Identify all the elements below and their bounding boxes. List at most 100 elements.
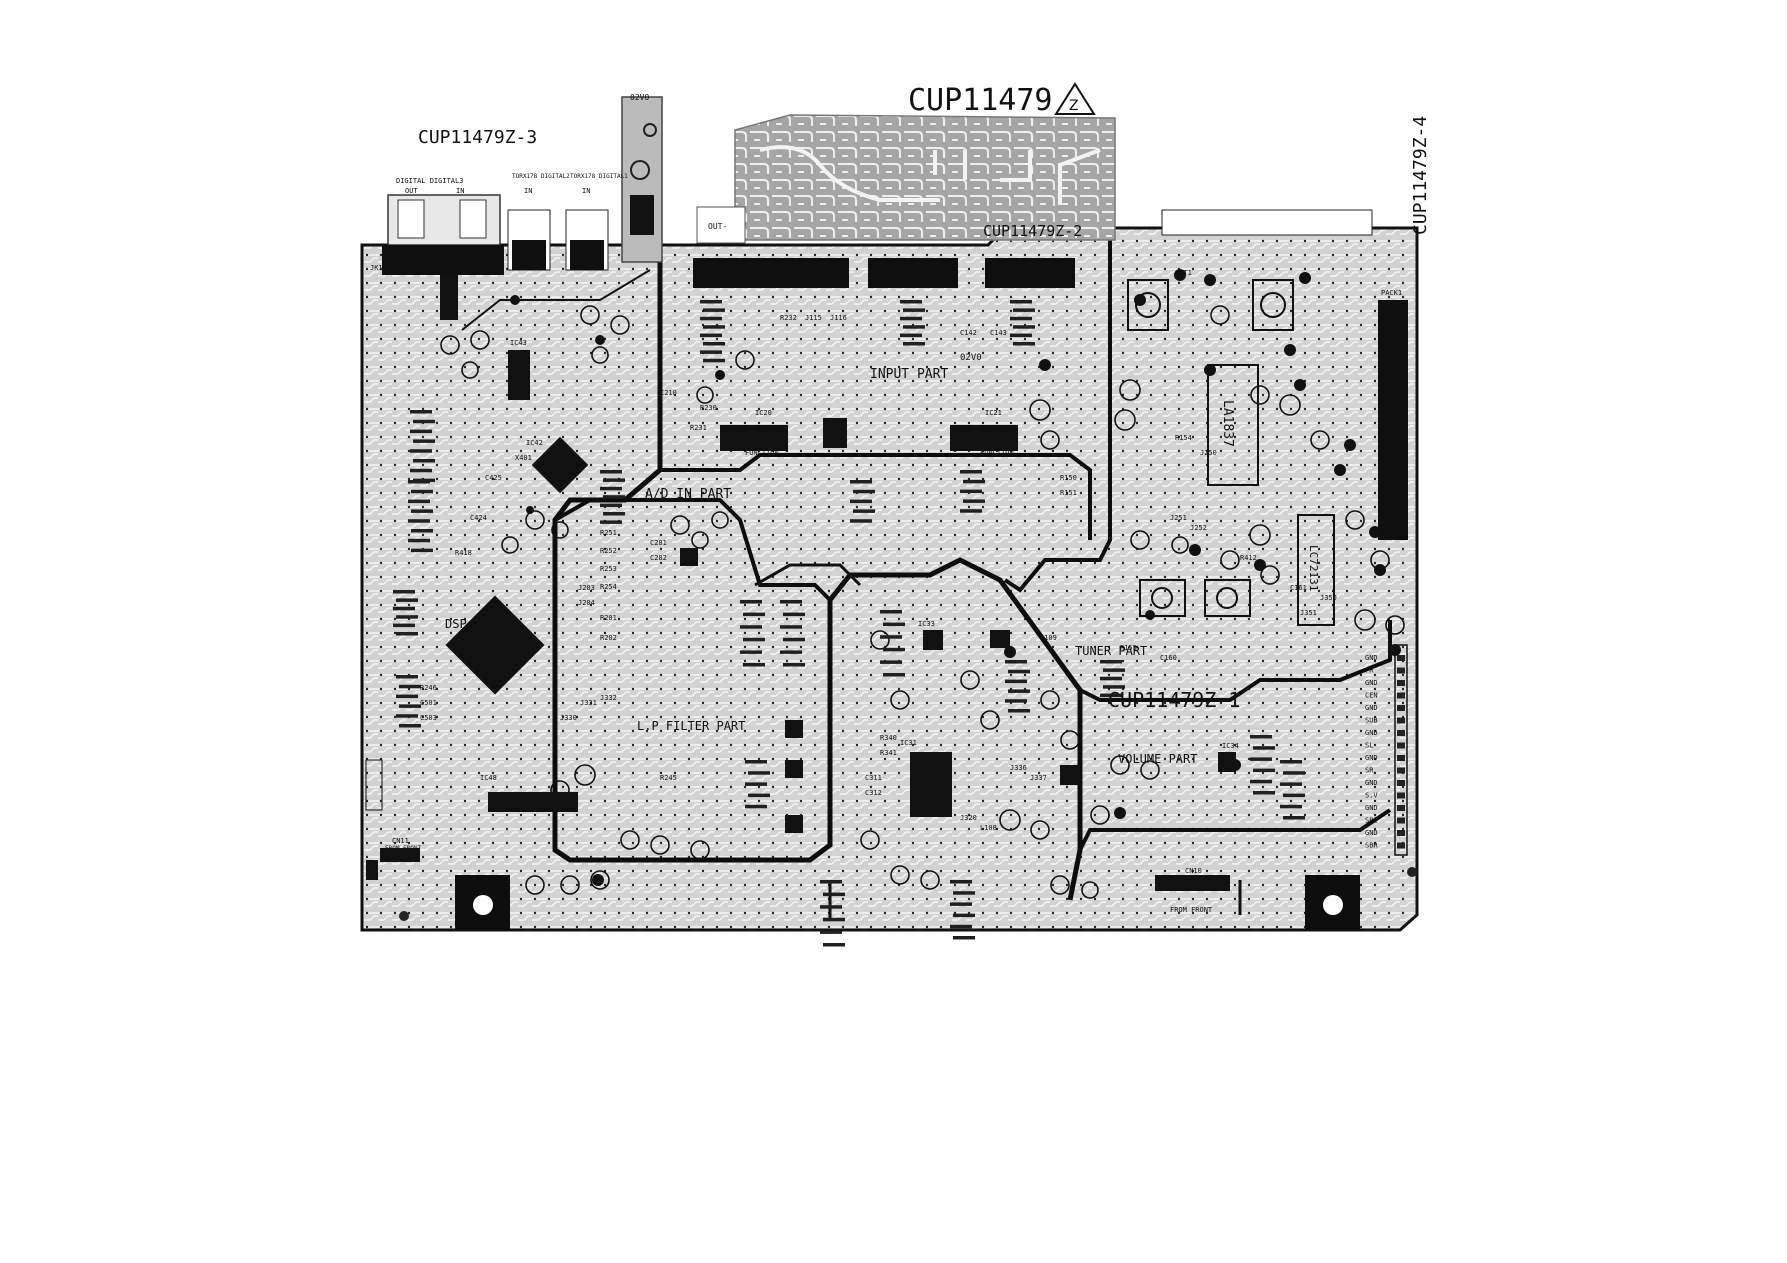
component-designator: R154 <box>1175 434 1192 442</box>
resistor-mark <box>850 480 872 484</box>
component-designator: R251 <box>600 529 617 537</box>
resistor-arrays <box>393 300 1305 947</box>
resistor-mark <box>396 615 418 619</box>
component-designator: C503 <box>420 714 437 722</box>
resistor-mark <box>700 333 722 338</box>
component-designator: C142 <box>960 329 977 337</box>
resistor-mark <box>823 917 845 922</box>
resistor-mark <box>883 622 905 627</box>
resistor-mark <box>399 704 421 708</box>
resistor-mark <box>1283 816 1305 820</box>
cn11-from: FROM FRONT <box>385 845 422 852</box>
resistor-mark <box>1283 793 1305 798</box>
resistor-mark <box>1100 660 1122 664</box>
resistor-mark <box>1100 676 1122 681</box>
resistor-mark <box>963 499 985 503</box>
resistor-mark <box>1008 709 1030 713</box>
sub-board-3-label: CUP11479Z-3 <box>418 127 537 148</box>
mid-warning-mark: 02V0 <box>960 353 982 363</box>
digital-header: DIGITAL DIGITAL3 <box>396 177 463 185</box>
pin-label: FR <box>1365 667 1374 675</box>
component-designator: R253 <box>600 565 617 573</box>
lpf-part-label: L.P FILTER PART <box>637 719 745 733</box>
component-designator: J203 <box>578 584 595 592</box>
left-connectors <box>365 759 383 880</box>
resistor-mark <box>399 684 421 689</box>
resistor-mark <box>1253 791 1275 795</box>
resistor-mark <box>703 342 725 346</box>
resistor-mark <box>950 902 972 906</box>
component-designator: J251 <box>1170 514 1187 522</box>
resistor-mark <box>1283 771 1305 775</box>
tuner-part-label: TUNER PART <box>1075 644 1147 658</box>
component-designator: C282 <box>650 554 667 562</box>
pin-pad <box>1397 755 1405 761</box>
resistor-mark <box>783 612 805 617</box>
via-dots <box>510 269 1401 886</box>
pin-label: GND <box>1365 754 1378 762</box>
resistor-mark <box>1010 316 1032 321</box>
resistor-mark <box>880 660 902 664</box>
digital3-in: IN <box>456 187 464 195</box>
top-strip-connector <box>621 96 663 263</box>
component-designator: R245 <box>660 774 677 782</box>
digital-jack-block <box>382 194 746 275</box>
pin-label: SUB <box>1365 717 1378 725</box>
sub-board-1-label: CUP11479Z-1 <box>1108 688 1240 712</box>
resistor-mark <box>1280 760 1302 764</box>
ic21-label: IC21 <box>985 409 1002 417</box>
pin-label: S.V <box>1365 792 1378 800</box>
lc72131-label: LC72131 <box>1307 545 1320 591</box>
ic42-label: IC42 <box>526 439 543 447</box>
digital1-in: IN <box>582 187 590 195</box>
resistor-mark <box>820 930 842 934</box>
resistor-mark <box>740 650 762 654</box>
resistor-mark <box>1100 693 1122 698</box>
resistor-mark <box>1250 735 1272 739</box>
component-designator: C160 <box>1160 654 1177 662</box>
resistor-mark <box>950 880 972 884</box>
pin-pad <box>1397 717 1405 724</box>
component-field <box>440 305 1405 899</box>
main-title: CUP11479 <box>908 83 1053 118</box>
resistor-mark <box>850 499 872 504</box>
component-designator: R155 <box>1120 644 1137 652</box>
resistor-mark <box>396 632 418 636</box>
resistor-mark <box>960 470 982 474</box>
cn10-from: FROM FRONT <box>1170 906 1213 914</box>
component-designator: J250 <box>1200 449 1217 457</box>
resistor-mark <box>1103 668 1125 672</box>
component-designator: J351 <box>1300 609 1317 617</box>
resistor-mark <box>1005 660 1027 664</box>
resistor-mark <box>743 637 765 642</box>
resistor-mark <box>1253 768 1275 773</box>
volume-part-label: VOLUME PART <box>1118 752 1197 766</box>
resistor-mark <box>853 509 875 513</box>
resistor-mark <box>700 316 722 321</box>
resistor-mark <box>783 637 805 642</box>
resistor-mark <box>411 509 433 513</box>
component-designator: R340 <box>880 734 897 742</box>
component-designator: X401 <box>515 454 532 462</box>
resistor-mark <box>883 647 905 652</box>
right-pin-strip: GNDFRGNDCENGNDSUBGNDSLGNDSRGNDS.VGNDSBLG… <box>1365 644 1408 856</box>
pin-pad <box>1397 780 1405 786</box>
resistor-mark <box>600 470 622 474</box>
component-designators: R251R252R253R254C281C282J203J204R340R341… <box>420 314 1337 832</box>
component-designator: C210 <box>660 389 677 397</box>
la1837-label: LA1837 <box>1220 400 1235 447</box>
component-designator: R254 <box>600 583 617 591</box>
pin-pad <box>1397 705 1405 711</box>
resistor-mark <box>413 459 435 463</box>
resistor-mark <box>413 419 435 424</box>
pin-pad <box>1397 830 1405 836</box>
resistor-mark <box>780 650 802 654</box>
resistor-mark <box>1103 685 1125 689</box>
resistor-mark <box>903 342 925 346</box>
resistor-mark <box>396 714 418 718</box>
resistor-mark <box>1010 300 1032 304</box>
resistor-mark <box>748 793 770 798</box>
component-designator: J336 <box>1010 764 1027 772</box>
pack1-label: PACK1 <box>1381 289 1402 297</box>
resistor-mark <box>408 480 430 484</box>
